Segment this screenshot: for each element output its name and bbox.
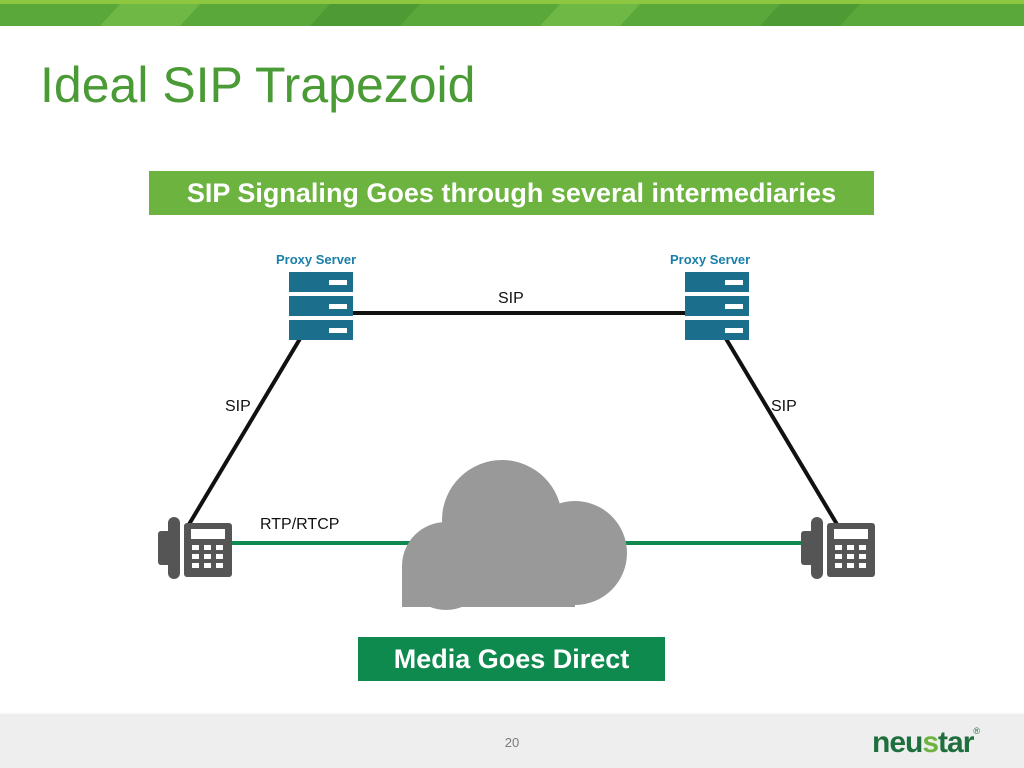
signaling-banner: SIP Signaling Goes through several inter… — [149, 171, 874, 215]
neustar-logo: neustar® — [872, 726, 980, 759]
media-banner: Media Goes Direct — [358, 637, 665, 681]
sip-link-right — [714, 320, 840, 528]
desk-phone-icon — [158, 517, 232, 579]
proxy-server-right-label: Proxy Server — [670, 252, 751, 267]
server-icon — [685, 272, 749, 340]
server-icon — [289, 272, 353, 340]
page-number: 20 — [504, 735, 520, 750]
footer-divider — [0, 712, 1024, 718]
sip-link-top-label: SIP — [498, 290, 524, 307]
slide-footer — [0, 716, 1024, 768]
cloud-icon — [402, 460, 627, 610]
proxy-server-left-label: Proxy Server — [276, 252, 357, 267]
sip-link-left-label: SIP — [225, 398, 251, 415]
top-decorative-band — [0, 0, 1024, 26]
desk-phone-icon — [801, 517, 875, 579]
sip-link-left — [186, 320, 312, 528]
slide-title: Ideal SIP Trapezoid — [40, 57, 476, 113]
sip-link-right-label: SIP — [771, 398, 797, 415]
rtp-link-label: RTP/RTCP — [260, 516, 340, 533]
